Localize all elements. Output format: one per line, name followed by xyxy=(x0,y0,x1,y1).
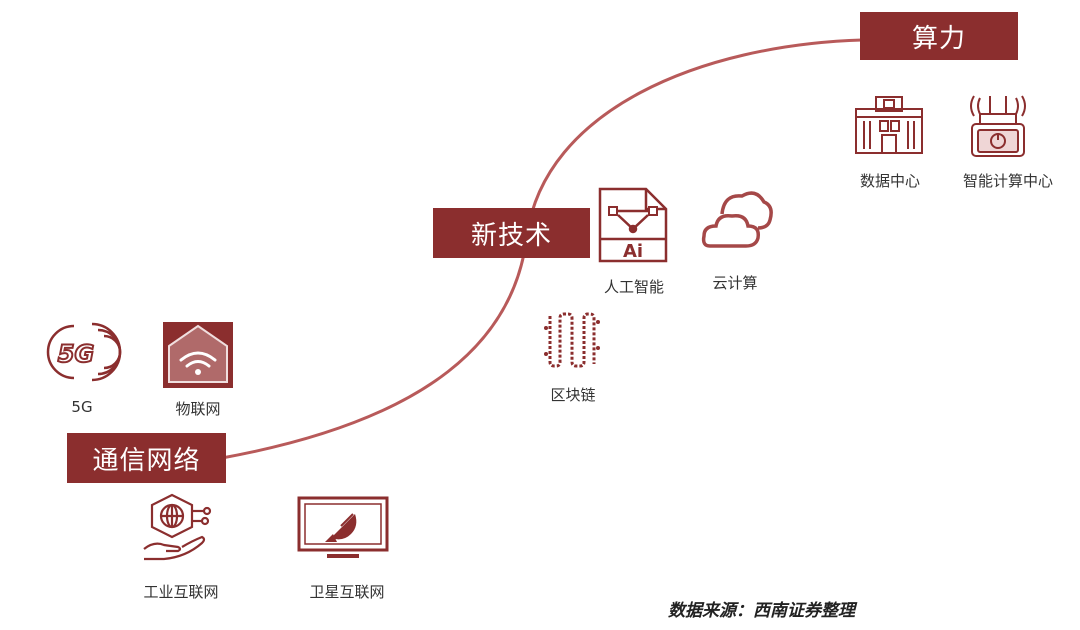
blockchain-label: 区块链 xyxy=(550,386,596,404)
iot-label: 物联网 xyxy=(175,400,221,418)
artificial-intelligence-icon: Ai xyxy=(598,187,668,263)
stage-new-tech-badge: 新技术 xyxy=(433,208,590,258)
5g-icon-text: 5G xyxy=(58,340,94,368)
iot-icon xyxy=(163,322,233,388)
satellite-internet-label: 卫星互联网 xyxy=(309,583,385,601)
stage-network-label: 通信网络 xyxy=(92,445,201,476)
industrial-internet-icon xyxy=(143,493,212,561)
intelligent-computing-center-icon xyxy=(970,95,1026,157)
data-center-icon xyxy=(855,96,923,154)
industrial-internet-label: 工业互联网 xyxy=(143,583,219,601)
blockchain-icon xyxy=(544,312,600,368)
stage-new-tech-label: 新技术 xyxy=(470,220,552,251)
cloud-computing-icon xyxy=(701,191,773,248)
intelligent-computing-center-label: 智能计算中心 xyxy=(962,172,1053,190)
data-center-label: 数据中心 xyxy=(859,172,920,190)
stage-network-badge: 通信网络 xyxy=(67,433,226,483)
ai-file-text: Ai xyxy=(623,241,643,262)
stage-compute-badge: 算力 xyxy=(860,12,1018,60)
artificial-intelligence-label: 人工智能 xyxy=(603,278,664,296)
cloud-computing-label: 云计算 xyxy=(712,274,758,292)
5g-label: 5G xyxy=(71,398,93,416)
source-note: 数据来源：西南证券整理 xyxy=(668,601,855,621)
5g-icon: 5G xyxy=(46,322,122,382)
satellite-internet-icon xyxy=(297,496,389,558)
stage-compute-label: 算力 xyxy=(911,23,966,54)
